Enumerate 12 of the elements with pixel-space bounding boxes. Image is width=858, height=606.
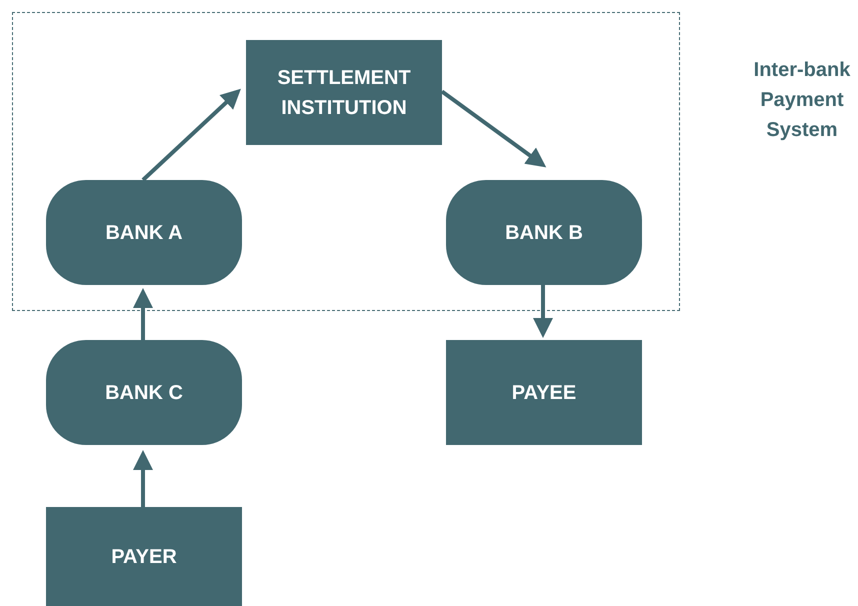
process-box: PAYEE	[446, 340, 642, 445]
rounded-process-box: BANK B	[446, 180, 642, 285]
arrow	[533, 285, 553, 338]
group-label: Inter-bank Payment System	[752, 58, 852, 143]
rounded-process-box: BANK A	[46, 180, 242, 285]
arrow	[142, 88, 241, 182]
rounded-process-box: BANK C	[46, 340, 242, 445]
process-box: SETTLEMENT INSTITUTION	[246, 40, 442, 145]
process-box: PAYER	[46, 507, 242, 606]
arrow	[133, 450, 153, 507]
arrow	[440, 90, 546, 168]
arrow	[133, 288, 153, 340]
